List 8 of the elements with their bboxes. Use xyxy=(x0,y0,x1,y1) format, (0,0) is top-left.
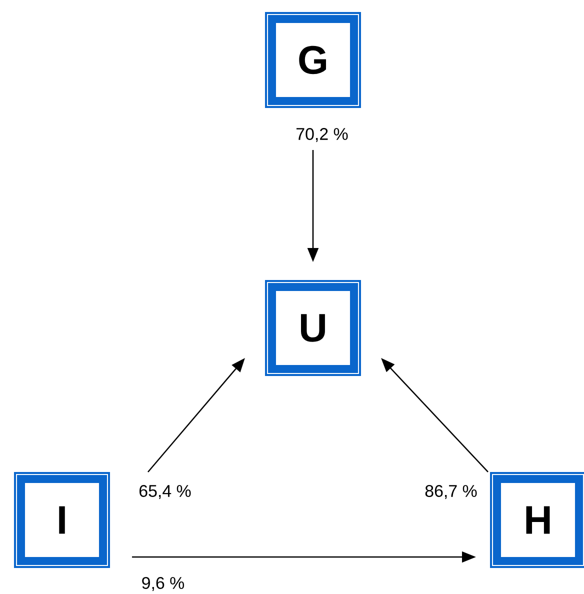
edge-label: 70,2 % xyxy=(294,127,350,143)
edge-label: 65,4 % xyxy=(138,484,192,500)
letter-box: H xyxy=(490,472,584,568)
letter-box: I xyxy=(14,472,110,568)
edge-label: 86,7 % xyxy=(424,484,478,500)
letter-box: G xyxy=(265,12,361,108)
edge-label: 9,6 % xyxy=(140,576,186,592)
letter-box: U xyxy=(265,280,361,376)
